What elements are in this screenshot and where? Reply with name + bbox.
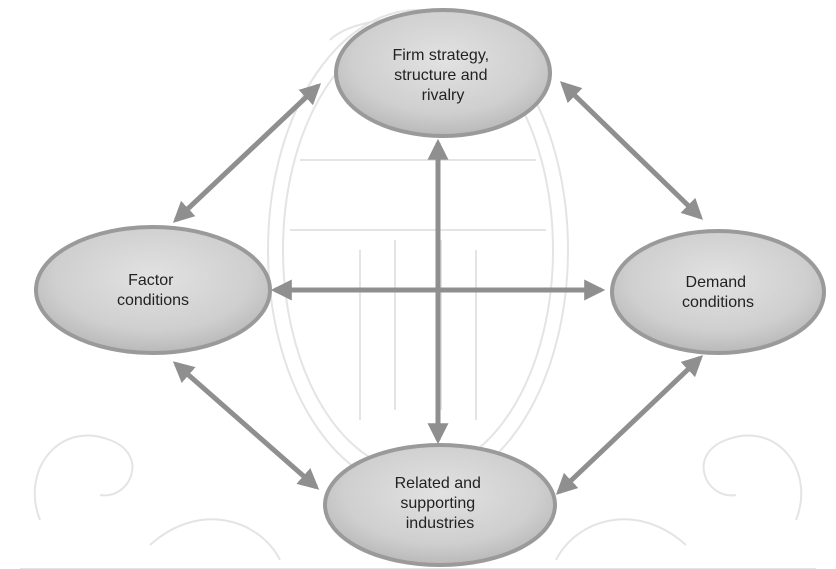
connection-arrows xyxy=(172,81,704,495)
node-related-supporting-line-1: Related and xyxy=(395,475,481,492)
node-demand-conditions-line-2: conditions xyxy=(682,294,754,311)
arrow-right-bottom xyxy=(555,355,704,495)
node-demand-conditions: Demand conditions xyxy=(610,229,826,355)
node-firm-strategy: Firm strategy, structure and rivalry xyxy=(334,8,552,138)
node-firm-strategy-line-2: structure and xyxy=(394,67,487,84)
node-related-supporting-ellipse xyxy=(323,443,557,567)
arrow-top-left xyxy=(172,83,322,223)
node-factor-conditions-label: Factor conditions xyxy=(117,272,189,309)
node-firm-strategy-ellipse xyxy=(334,8,552,138)
node-factor-conditions-line-1: Factor xyxy=(128,272,174,289)
node-related-supporting-line-2: supporting xyxy=(400,495,475,512)
node-firm-strategy-label: Firm strategy, structure and rivalry xyxy=(392,47,493,104)
node-factor-conditions: Factor conditions xyxy=(34,225,272,355)
node-demand-conditions-label: Demand conditions xyxy=(682,274,754,311)
node-factor-conditions-line-2: conditions xyxy=(117,292,189,309)
node-firm-strategy-line-3: rivalry xyxy=(422,87,465,104)
node-related-supporting-label: Related and supporting industries xyxy=(395,475,486,532)
node-related-supporting: Related and supporting industries xyxy=(323,443,557,567)
arrow-top-right xyxy=(559,81,704,220)
node-related-supporting-line-3: industries xyxy=(406,515,474,532)
node-firm-strategy-line-1: Firm strategy, xyxy=(392,47,489,64)
arrow-left-bottom xyxy=(172,361,320,490)
node-demand-conditions-line-1: Demand xyxy=(686,274,746,291)
node-demand-conditions-ellipse xyxy=(610,229,826,355)
node-factor-conditions-ellipse xyxy=(34,225,272,355)
